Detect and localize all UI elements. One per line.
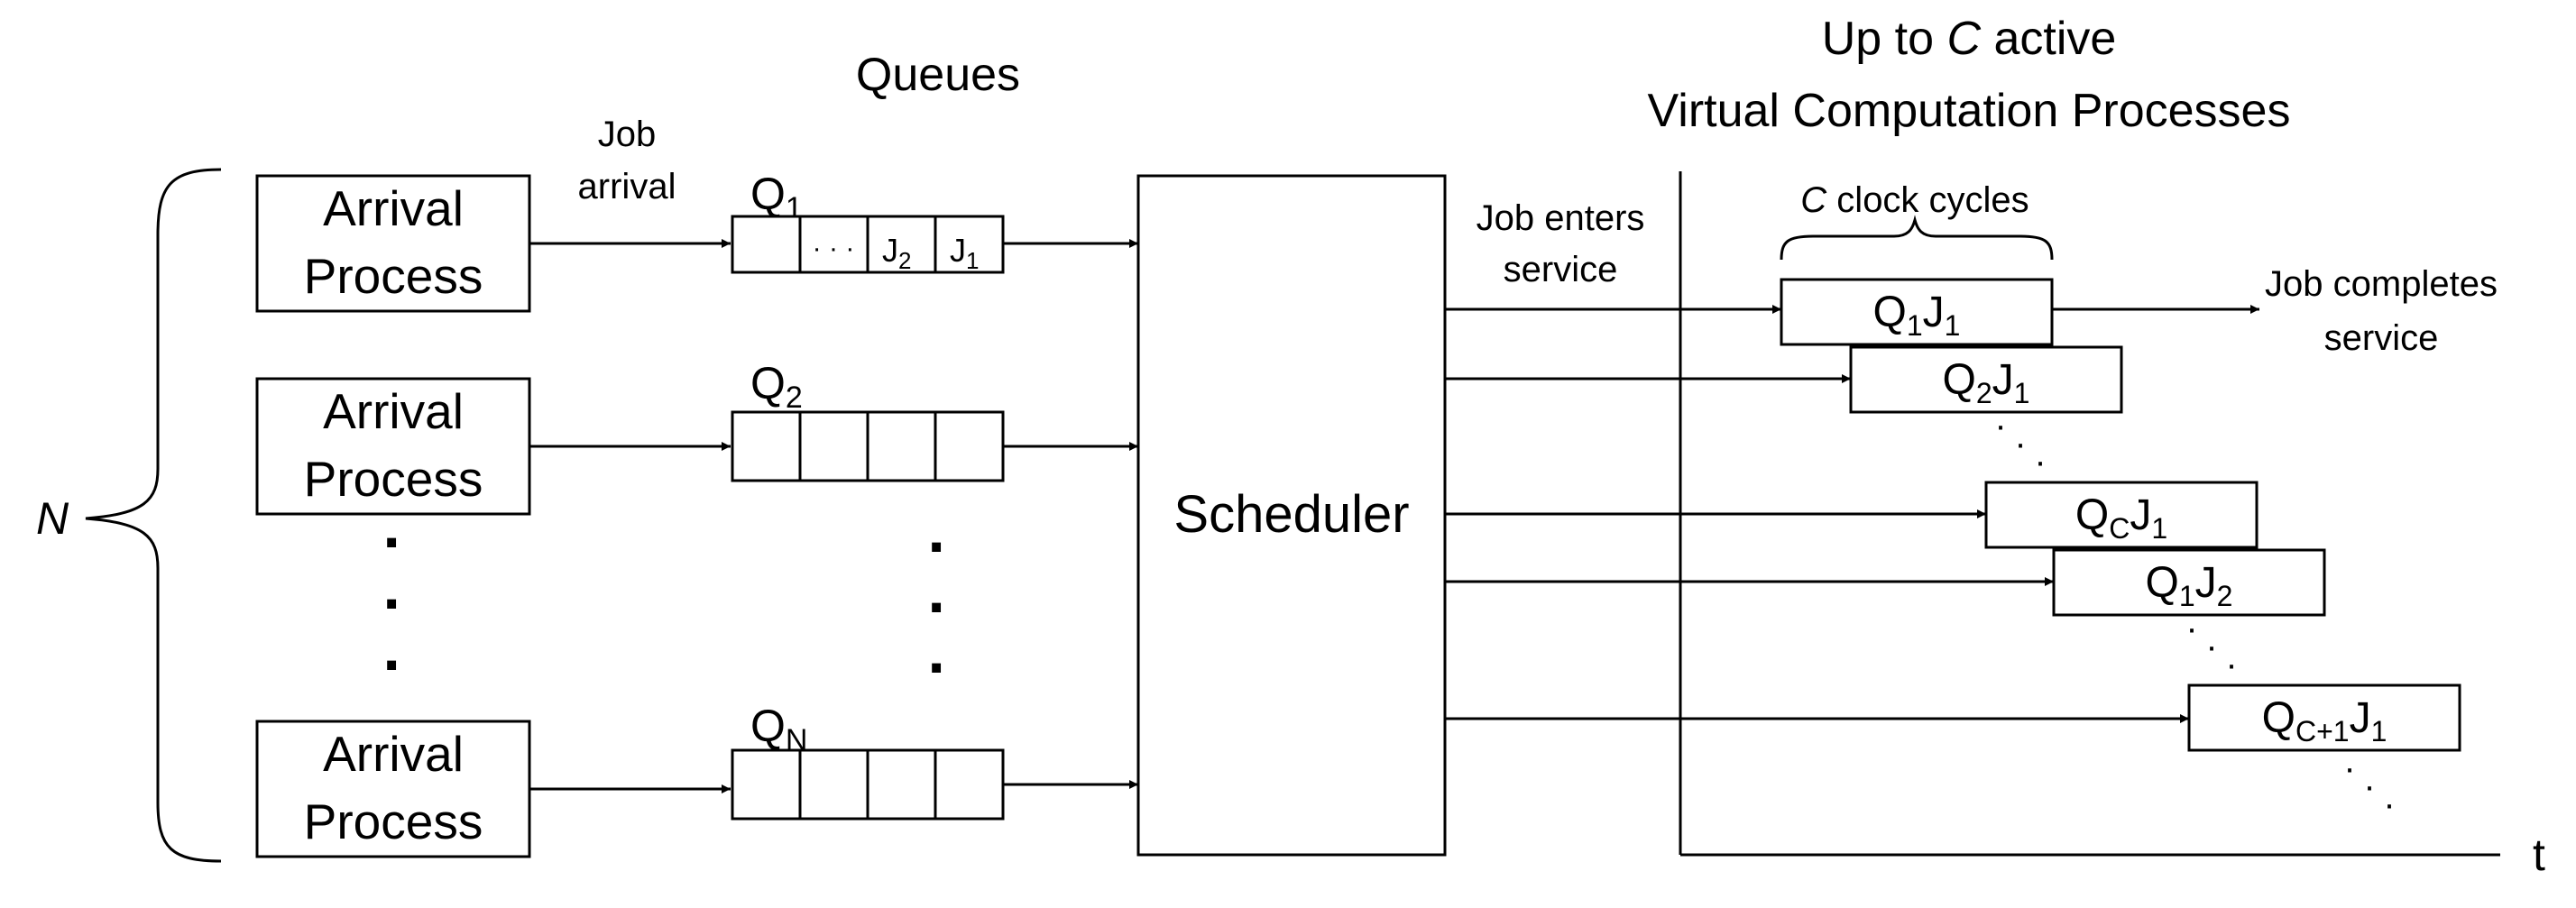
n-label: N — [36, 493, 69, 544]
arrival-dots-1: · — [382, 507, 403, 577]
process-dots-a2: · — [2014, 424, 2026, 463]
process-dots-b1: · — [2185, 609, 2197, 648]
job-arrival-label-1: Job — [598, 115, 657, 154]
svg-text:Arrival: Arrival — [323, 383, 464, 439]
svg-text:QCJ1: QCJ1 — [2075, 491, 2167, 545]
svg-text:Q1J2: Q1J2 — [2146, 559, 2233, 612]
process-box-q2-j1: Q2J1 — [1849, 345, 2123, 414]
queue-2 — [731, 410, 1005, 482]
svg-text:Arrival: Arrival — [323, 180, 464, 236]
process-dots-a1: · — [1994, 406, 2006, 445]
svg-text:Arrival: Arrival — [323, 726, 464, 782]
job-enters-label-2: service — [1504, 250, 1618, 289]
arrival-process-1: Arrival Process — [255, 174, 531, 313]
process-box-q1-j1: Q1J1 — [1780, 278, 2054, 346]
process-dots-c2: · — [2363, 766, 2375, 806]
n-brace — [85, 168, 222, 863]
arrival-process-n: Arrival Process — [255, 720, 531, 858]
job-enters-label-1: Job enters — [1477, 198, 1645, 238]
process-dots-c1: · — [2343, 748, 2355, 788]
arrival-dots-3: · — [382, 629, 403, 700]
time-axis-label: t — [2533, 830, 2545, 880]
queue-dots-3: · — [927, 632, 948, 702]
clock-cycles-label: C clock cycles — [1800, 180, 2029, 220]
queue-1-job-1: J1 — [950, 232, 979, 274]
svg-text:QC+1J1: QC+1J1 — [2262, 694, 2387, 747]
job-completes-label-2: service — [2324, 318, 2439, 358]
scheduler-box: Scheduler — [1136, 174, 1447, 857]
process-box-qc1-j1: QC+1J1 — [2187, 683, 2461, 752]
svg-text:Q2J1: Q2J1 — [1943, 356, 2030, 409]
svg-text:Process: Process — [304, 248, 483, 304]
vcp-title-line-2: Virtual Computation Processes — [1648, 85, 2291, 137]
queues-title: Queues — [856, 49, 1020, 101]
svg-text:Process: Process — [304, 451, 483, 507]
job-completes-label-1: Job completes — [2265, 264, 2498, 304]
queue-n — [731, 748, 1005, 821]
queue-1-job-2: J2 — [882, 232, 911, 274]
process-dots-b2: · — [2205, 627, 2217, 666]
vcp-title-line-1: Up to C active — [1822, 13, 2117, 65]
process-dots-a3: · — [2034, 442, 2046, 482]
svg-text:Process: Process — [304, 793, 483, 849]
queue-1-ellipsis: · · · — [813, 234, 855, 263]
queue-2-label: Q2 — [750, 358, 803, 415]
queue-dots-1: · — [927, 511, 948, 582]
process-box-q1-j2: Q1J2 — [2052, 548, 2326, 617]
process-dots-c3: · — [2383, 784, 2395, 824]
arrival-process-2: Arrival Process — [255, 377, 531, 516]
process-dots-b3: · — [2225, 645, 2237, 684]
svg-text:Q1J1: Q1J1 — [1873, 289, 1961, 342]
process-box-qc-j1: QCJ1 — [1984, 481, 2259, 549]
scheduler-label: Scheduler — [1173, 485, 1409, 544]
queue-1 — [731, 215, 1005, 274]
queue-dots-2: · — [927, 572, 948, 642]
queue-n-label: QN — [750, 701, 807, 757]
clock-cycles-brace — [1780, 215, 2054, 261]
job-arrival-label-2: arrival — [578, 167, 676, 206]
arrival-dots-2: · — [382, 568, 403, 638]
